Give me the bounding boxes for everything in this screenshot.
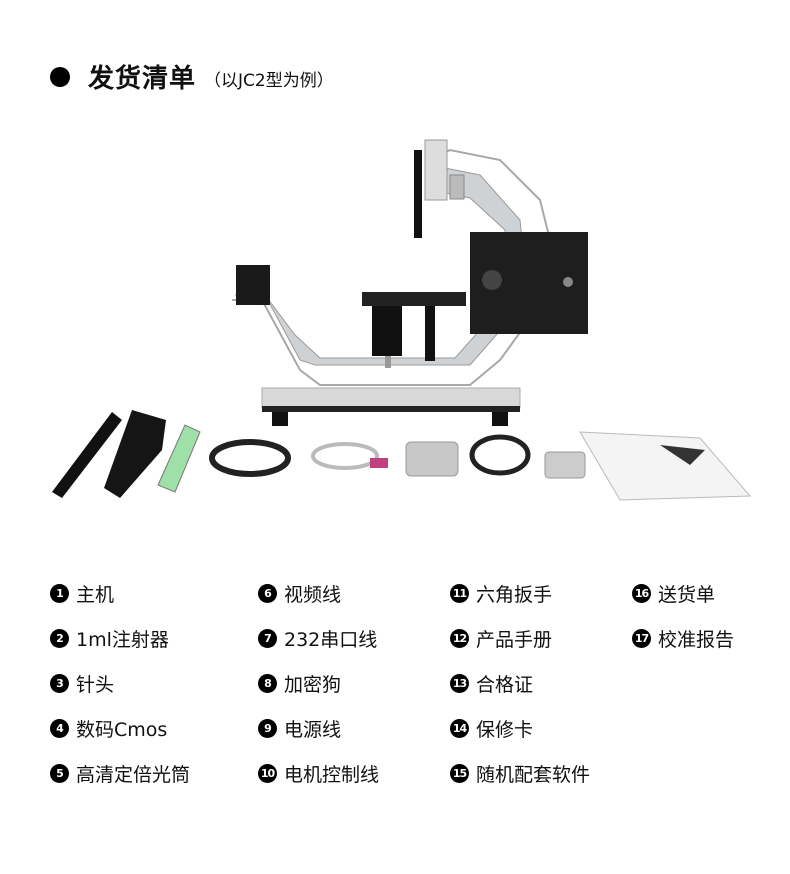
item-label: 视频线: [284, 584, 342, 606]
list-item: 5 高清定倍光筒: [50, 760, 190, 787]
title-main: 发货清单: [88, 64, 197, 94]
item-label: 电源线: [284, 719, 342, 741]
number-badge: 15: [450, 764, 469, 783]
list-item: 9 电源线: [258, 715, 341, 742]
number-badge: 4: [50, 719, 69, 738]
item-label: 主机: [76, 584, 115, 606]
list-item: 2 1ml注射器: [50, 625, 169, 652]
number-badge: 13: [450, 674, 469, 693]
number-badge: 11: [450, 584, 469, 603]
item-label: 数码Cmos: [76, 719, 168, 741]
list-item: 1 主机: [50, 580, 114, 607]
number-badge: 14: [450, 719, 469, 738]
list-item: 17 校准报告: [632, 625, 734, 652]
number-badge: 5: [50, 764, 69, 783]
number-badge: 10: [258, 764, 277, 783]
number-badge: 7: [258, 629, 277, 648]
item-label: 送货单: [658, 584, 716, 606]
item-label: 针头: [76, 674, 115, 696]
list-item: 14 保修卡: [450, 715, 533, 742]
list-item: 4 数码Cmos: [50, 715, 167, 742]
item-label: 高清定倍光筒: [76, 764, 191, 786]
list-item: 10 电机控制线: [258, 760, 379, 787]
list-item: 12 产品手册: [450, 625, 552, 652]
item-label: 保修卡: [476, 719, 534, 741]
item-label: 加密狗: [284, 674, 342, 696]
item-label: 1ml注射器: [76, 629, 169, 651]
number-badge: 17: [632, 629, 651, 648]
number-badge: 2: [50, 629, 69, 648]
item-label: 232串口线: [284, 629, 378, 651]
list-item: 7 232串口线: [258, 625, 377, 652]
page-title: 发货清单 （以JC2型为例）: [50, 58, 334, 95]
number-badge: 1: [50, 584, 69, 603]
title-subtitle: （以JC2型为例）: [204, 71, 334, 91]
item-label: 产品手册: [476, 629, 553, 651]
item-label: 校准报告: [658, 629, 735, 651]
number-badge: 8: [258, 674, 277, 693]
list-item: 11 六角扳手: [450, 580, 552, 607]
number-badge: 16: [632, 584, 651, 603]
list-item: 3 针头: [50, 670, 114, 697]
item-label: 六角扳手: [476, 584, 553, 606]
list-item: 6 视频线: [258, 580, 341, 607]
bullet-icon: [50, 66, 70, 87]
number-badge: 3: [50, 674, 69, 693]
number-badge: 12: [450, 629, 469, 648]
item-label: 合格证: [476, 674, 534, 696]
item-label: 随机配套软件: [476, 764, 591, 786]
item-label: 电机控制线: [284, 764, 380, 786]
list-item: 16 送货单: [632, 580, 715, 607]
number-badge: 9: [258, 719, 277, 738]
list-item: 13 合格证: [450, 670, 533, 697]
main-unit-image: [232, 139, 588, 426]
list-item: 8 加密狗: [258, 670, 341, 697]
list-item: 15 随机配套软件: [450, 760, 590, 787]
number-badge: 6: [258, 584, 277, 603]
product-photo: [52, 139, 752, 501]
accessories-image: [52, 410, 752, 501]
